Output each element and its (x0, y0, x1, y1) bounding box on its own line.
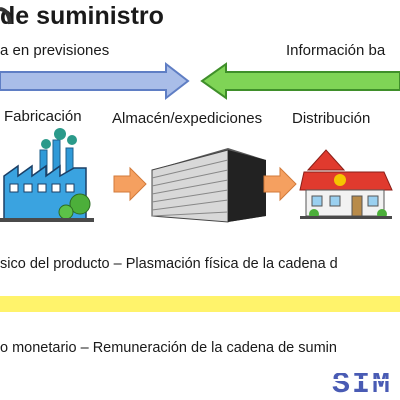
forecast-flow-label: a en previsiones (0, 42, 110, 59)
process-arrow-2 (263, 166, 297, 202)
page-title: de suministro (0, 2, 164, 30)
stage-label-fabricacion: Fabricación (4, 108, 82, 125)
brand-logo: SIM (332, 368, 392, 400)
information-arrow (200, 62, 400, 100)
warehouse-icon (151, 148, 266, 223)
stage-label-almacen: Almacén/expediciones (112, 110, 263, 127)
forecast-arrow (0, 61, 190, 101)
title-bracket-shape (0, 7, 12, 25)
store-icon (299, 149, 393, 219)
monetary-flow-label: o monetario – Remuneración de la cadena … (0, 340, 337, 356)
physical-flow-label: sico del producto – Plasmación física de… (0, 256, 338, 272)
money-flow-band (0, 296, 400, 312)
process-arrow-1 (113, 166, 147, 202)
information-flow-label: Información ba (286, 42, 386, 59)
stage-label-distribucion: Distribución (292, 110, 371, 127)
factory-icon (0, 128, 94, 222)
